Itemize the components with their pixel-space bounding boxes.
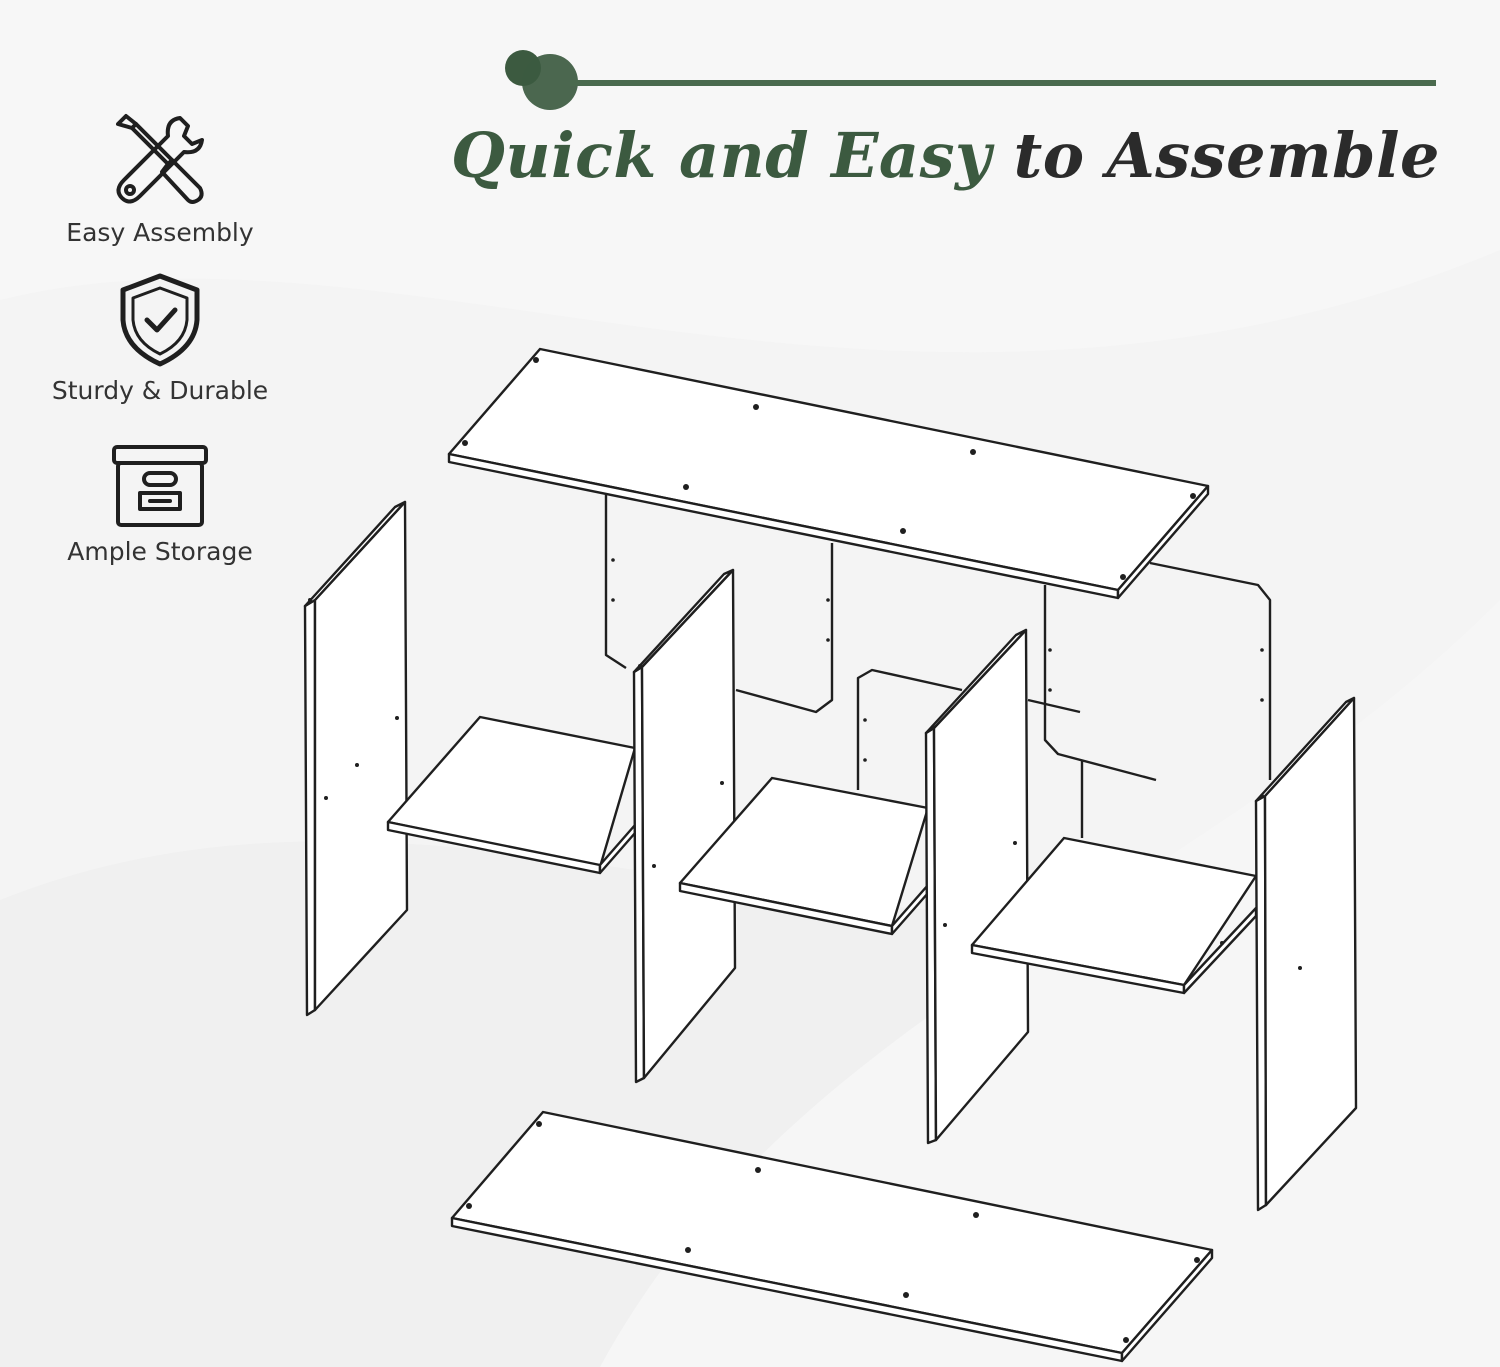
- shelf-middle: [678, 776, 930, 936]
- feature-label: Easy Assembly: [66, 218, 254, 247]
- side-panel-left: [303, 500, 409, 1017]
- shelf-right: [970, 836, 1258, 995]
- feature-sturdy-durable: Sturdy & Durable: [40, 272, 280, 405]
- feature-ample-storage: Ample Storage: [40, 443, 280, 566]
- side-panel-right: [1220, 696, 1358, 1212]
- back-panel-left: [604, 495, 834, 714]
- deco-circle-large: [522, 54, 578, 110]
- title-accent: Quick and Easy: [451, 119, 992, 192]
- divider-panel-left: [632, 568, 737, 1084]
- top-panel: [447, 347, 1210, 600]
- title-rest: to Assemble: [991, 119, 1440, 192]
- storage-box-icon: [112, 445, 208, 527]
- back-panel-right: [1043, 561, 1272, 782]
- feature-label: Sturdy & Durable: [51, 376, 269, 405]
- shelf-left: [386, 715, 637, 875]
- divider-panel-right: [924, 628, 1030, 1145]
- feature-label: Ample Storage: [67, 537, 253, 566]
- feature-easy-assembly: Easy Assembly: [40, 110, 280, 247]
- tools-icon: [116, 114, 204, 204]
- bottom-panel: [450, 1110, 1214, 1363]
- header-decoration: [505, 50, 1436, 110]
- shield-check-icon: [120, 273, 200, 367]
- header-rule: [570, 80, 1436, 86]
- back-panel-middle: [856, 668, 1084, 838]
- page-title: Quick and Easy to Assemble: [451, 125, 1440, 187]
